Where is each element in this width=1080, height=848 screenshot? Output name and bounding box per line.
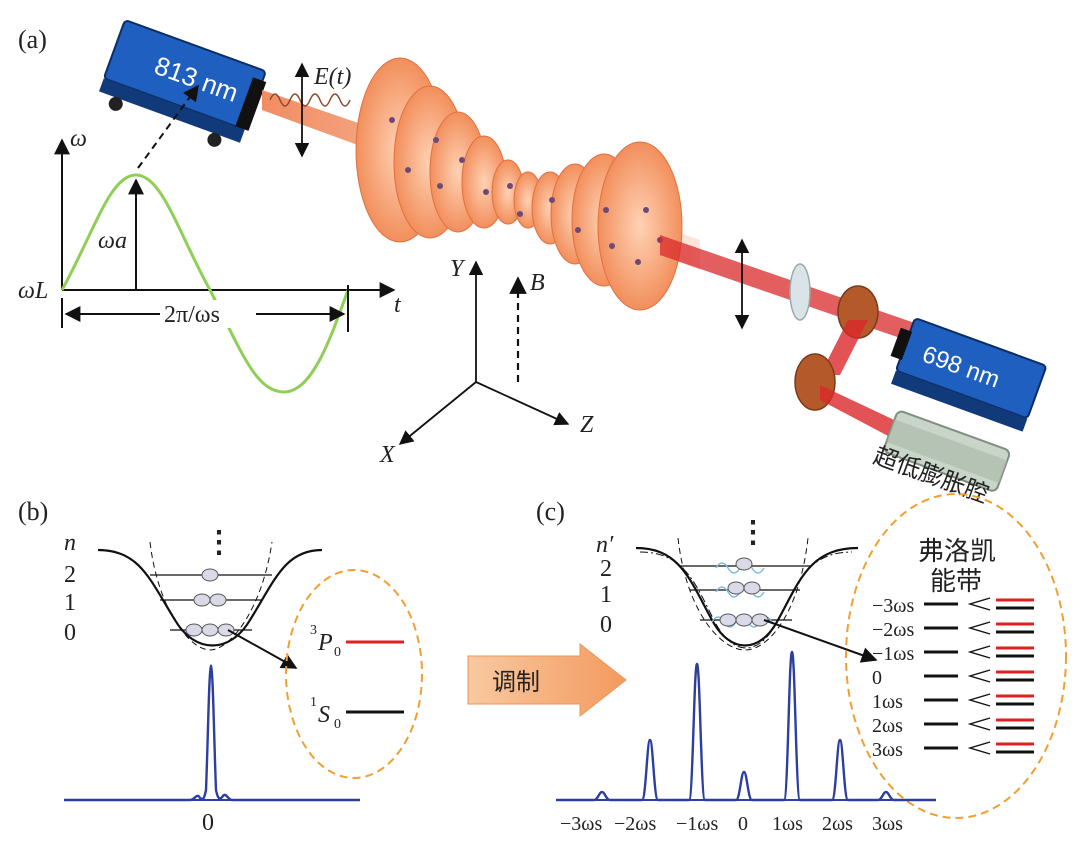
panel-c-label: (c) bbox=[536, 497, 565, 526]
panel-b-dots: ⋮ bbox=[204, 526, 234, 559]
waveplate bbox=[789, 263, 811, 321]
modulation-plot: ω t ωa ωL 2π/ωs bbox=[18, 84, 402, 394]
panel-c-level-2: 2 bbox=[600, 556, 612, 582]
floquet-chevron bbox=[967, 717, 991, 731]
spectrum-b bbox=[64, 664, 360, 802]
svg-text:3: 3 bbox=[310, 623, 317, 638]
spectrum-c-tick: 2ωs bbox=[822, 813, 853, 835]
floquet-title-2: 能带 bbox=[930, 567, 982, 597]
floquet-level-label: 1ωs bbox=[872, 691, 903, 713]
panel-c-dots: ⋮ bbox=[738, 516, 768, 549]
axis-z-label: Z bbox=[580, 412, 594, 438]
omega-l-label: ωL bbox=[18, 278, 48, 304]
atoms-c bbox=[719, 557, 769, 627]
lattice-discs bbox=[355, 57, 683, 311]
floquet-chevron bbox=[967, 669, 991, 683]
panel-b-label: (b) bbox=[18, 497, 48, 526]
floquet-level-label: 0 bbox=[872, 667, 882, 689]
floquet-title-1: 弗洛凯 bbox=[918, 537, 996, 567]
panel-a: (a) 813 nm E(t) bbox=[18, 20, 1047, 509]
pointer-b bbox=[227, 629, 298, 669]
panel-c-level-1: 1 bbox=[600, 582, 612, 608]
ground-state-label: S bbox=[318, 702, 330, 728]
floquet-level-label: 2ωs bbox=[872, 715, 903, 737]
field-wave bbox=[269, 93, 351, 107]
panel-b-level-1: 1 bbox=[64, 590, 76, 616]
excited-state-label: P bbox=[317, 630, 333, 656]
floquet-level-label: −2ωs bbox=[872, 619, 914, 641]
time-axis-label: t bbox=[394, 292, 402, 318]
svg-text:0: 0 bbox=[334, 717, 341, 732]
potential-well-b bbox=[97, 548, 323, 647]
modulation-label: 调制 bbox=[492, 668, 540, 696]
panel-c: (c) n′ 2 1 0 ⋮ 弗洛凯 能带 −3ωs−2ωs−1ωs01ωs2ω… bbox=[536, 493, 1067, 835]
axis-y-label: Y bbox=[450, 256, 466, 282]
coordinate-axes: Y X Z B bbox=[379, 256, 594, 468]
atoms-b bbox=[185, 568, 235, 637]
spectrum-c-tick: −1ωs bbox=[676, 813, 718, 835]
panel-b-level-0: 0 bbox=[64, 620, 76, 646]
spectrum-c bbox=[556, 650, 936, 802]
omega-axis-label: ω bbox=[70, 126, 87, 152]
period-label: 2π/ωs bbox=[164, 302, 220, 328]
panel-a-label: (a) bbox=[18, 25, 47, 54]
pointer-c bbox=[763, 619, 878, 663]
link-arrow bbox=[137, 84, 199, 169]
svg-text:0: 0 bbox=[334, 645, 341, 660]
sine-curve bbox=[60, 173, 350, 394]
floquet-chevron bbox=[967, 597, 991, 611]
spectrum-c-tick: −2ωs bbox=[614, 813, 656, 835]
spectrum-c-tick: 3ωs bbox=[872, 813, 903, 835]
floquet-chevron bbox=[967, 645, 991, 659]
floquet-chevron bbox=[967, 621, 991, 635]
spectrum-c-tick: 0 bbox=[738, 813, 748, 835]
spectrum-c-ticks: −3ωs −2ωs −1ωs 0 1ωs 2ωs 3ωs bbox=[560, 813, 903, 835]
spectrum-c-tick: −3ωs bbox=[560, 813, 602, 835]
omega-a-label: ωa bbox=[98, 228, 127, 254]
panel-b-level-2: 2 bbox=[64, 562, 76, 588]
laser-698-box: 698 nm bbox=[890, 318, 1047, 432]
floquet-level-label: 3ωs bbox=[872, 739, 903, 761]
spectrum-b-tick-0: 0 bbox=[202, 810, 214, 836]
floquet-chevron bbox=[967, 741, 991, 755]
probe-beam-down bbox=[820, 320, 868, 375]
modulation-arrow: 调制 bbox=[467, 642, 627, 718]
floquet-chevron bbox=[967, 693, 991, 707]
svg-text:1: 1 bbox=[310, 695, 317, 710]
panel-c-n-label: n′ bbox=[596, 532, 614, 558]
panel-c-level-0: 0 bbox=[600, 612, 612, 638]
probe-beam-cavity bbox=[820, 385, 905, 445]
spectrum-c-tick: 1ωs bbox=[772, 813, 803, 835]
laser-813-box: 813 nm bbox=[99, 20, 267, 147]
field-label: E(t) bbox=[313, 64, 351, 90]
panel-b-n-label: n bbox=[64, 530, 76, 556]
b-field-label: B bbox=[530, 270, 545, 296]
floquet-level-label: −1ωs bbox=[872, 643, 914, 665]
floquet-oval bbox=[845, 493, 1067, 819]
ule-cavity bbox=[883, 410, 1011, 492]
harmonic-guide-b bbox=[149, 541, 273, 651]
level-oval-b bbox=[285, 569, 423, 779]
floquet-level-label: −3ωs bbox=[872, 595, 914, 617]
axis-x-label: X bbox=[379, 442, 396, 468]
panel-b: (b) n 2 1 0 ⋮ 3 P 0 1 S 0 0 bbox=[18, 497, 423, 836]
